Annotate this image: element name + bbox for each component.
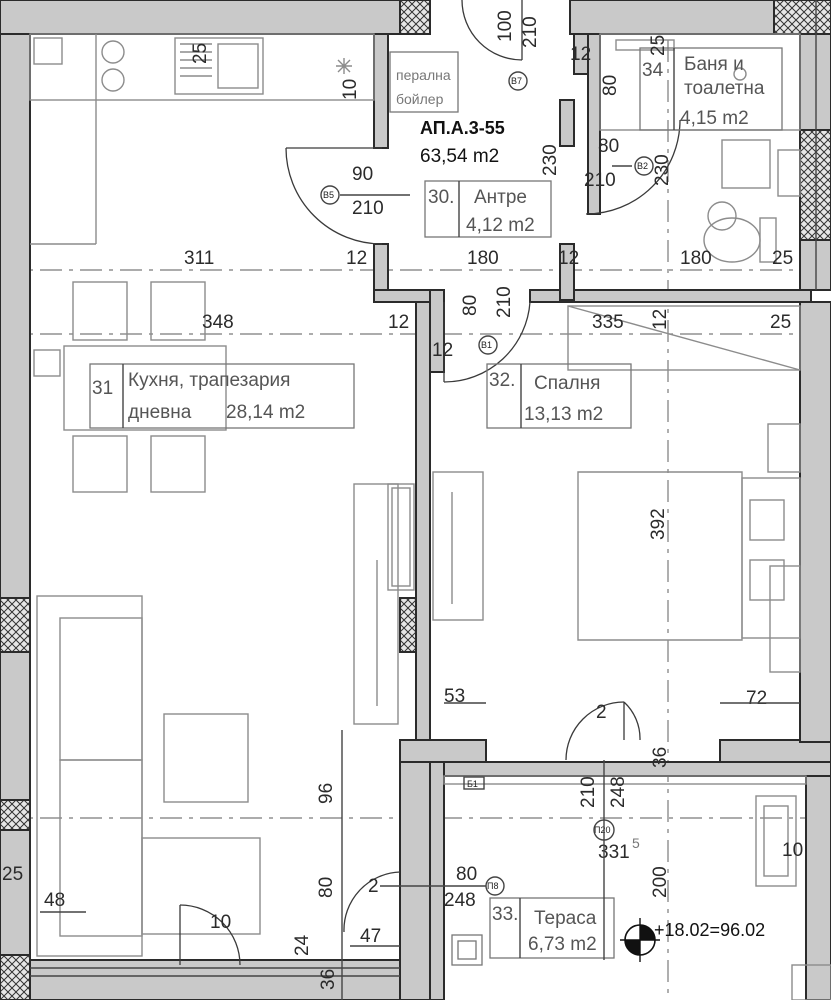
room-34-name-line2: тоалетна (684, 78, 765, 99)
bedroom-furniture (567, 305, 801, 673)
dim-12-bed: 12 (650, 309, 671, 330)
dim-348: 348 (202, 312, 234, 333)
dim-210-p20: 210 (578, 776, 599, 808)
dim-80-top: 80 (600, 75, 621, 96)
dim-200: 200 (650, 866, 671, 898)
dining-table (33, 281, 227, 493)
dim-210-b1: 210 (494, 286, 515, 318)
dim-12-top: 12 (570, 44, 591, 65)
door-tag-v1: В1 (481, 340, 492, 350)
dim-230-right: 230 (652, 154, 673, 186)
dim-311: 311 (184, 248, 214, 269)
dim-12-living: 12 (388, 312, 409, 333)
apartment-code: АП.А.3-55 (420, 118, 505, 138)
dim-180-bath: 180 (680, 248, 712, 269)
door-tag-b1: Б1 (467, 779, 478, 789)
room-33-number: 33. (492, 904, 518, 925)
dim-392: 392 (648, 508, 669, 540)
dim-10-kitchen: 10 (340, 79, 361, 100)
dim-2-p8: 2 (368, 876, 379, 897)
room-34-area: 4,15 m2 (680, 108, 749, 129)
dim-10-terrace: 10 (782, 840, 803, 861)
door-tag-v5: В5 (323, 190, 334, 200)
dimension-lines (40, 165, 800, 1000)
door-tag-v2: В2 (637, 161, 648, 171)
dim-248-p8: 248 (444, 890, 476, 911)
tv-units (353, 471, 484, 725)
dim-2-bed: 2 (596, 702, 607, 723)
room-31-area: 28,14 m2 (226, 402, 305, 423)
dim-331: 331 (598, 842, 630, 863)
door-tag-p20: П20 (594, 825, 610, 835)
dim-72: 72 (746, 688, 767, 709)
dim-25-living: 25 (2, 864, 23, 885)
dim-25-kitchen: 25 (190, 43, 211, 64)
level-mark: +18.02=96.02 (620, 918, 765, 962)
dim-12-corridor: 12 (432, 340, 453, 361)
dim-210-b5: 210 (352, 198, 384, 219)
sofa (36, 595, 261, 957)
dim-96: 96 (316, 783, 337, 804)
dim-331-sup: 5 (632, 835, 640, 851)
dim-12-hall-a: 12 (346, 248, 367, 269)
dim-36-living: 36 (318, 969, 339, 990)
room-34-number: 34 (642, 60, 664, 81)
dim-53: 53 (444, 686, 465, 707)
room-30-area: 4,12 m2 (466, 215, 535, 236)
kitchen-furniture (29, 33, 459, 245)
windows (30, 0, 831, 1000)
dim-90: 90 (352, 164, 373, 185)
apartment-area: 63,54 m2 (420, 146, 499, 167)
door-swings (179, 0, 681, 966)
dim-47: 47 (360, 926, 381, 947)
dim-210-top: 210 (520, 16, 541, 48)
room-33-name: Тераса (534, 908, 597, 929)
dim-80-b2: 80 (598, 136, 619, 157)
dim-36-bed: 36 (650, 747, 671, 768)
dim-24: 24 (292, 934, 313, 956)
dim-12-hall-b: 12 (558, 248, 579, 269)
dim-10-window: 10 (210, 912, 231, 933)
dim-80-living: 80 (316, 877, 337, 898)
dim-25-bed: 25 (770, 312, 791, 333)
dim-100: 100 (495, 10, 516, 42)
door-tag-v7: В7 (511, 76, 522, 86)
room-34-name-line1: Баня и (684, 54, 744, 75)
room-30-name: Антре (474, 187, 527, 208)
dim-80-p8: 80 (456, 864, 477, 885)
interior-walls (373, 33, 831, 1000)
dim-335: 335 (592, 312, 624, 333)
dim-230-left: 230 (540, 144, 561, 176)
door-tag-p8: П8 (487, 881, 498, 891)
dim-48: 48 (44, 890, 65, 911)
level-mark-text: +18.02=96.02 (654, 920, 765, 940)
room-33-area: 6,73 m2 (528, 934, 597, 955)
room-31-number: 31 (92, 378, 113, 399)
dim-248-p20: 248 (608, 776, 629, 808)
room-labels: АП.А.3-55 63,54 m2 30. Антре 4,12 m2 31 … (89, 47, 783, 959)
room-30-number: 30. (428, 187, 454, 208)
room-32-number: 32. (489, 370, 515, 391)
dim-80-b1: 80 (460, 295, 481, 316)
room-32-area: 13,13 m2 (524, 404, 603, 425)
room-31-name-line1: Кухня, трапезария (128, 370, 290, 391)
laundry-label-line1: перална (396, 67, 451, 83)
dim-180-hall: 180 (467, 248, 499, 269)
dim-25-bath-bottom: 25 (772, 248, 793, 269)
laundry-label-line2: бойлер (396, 91, 444, 107)
dimension-labels: 100 210 12 80 25 25 10 90 210 230 80 210… (2, 10, 803, 990)
room-32-name: Спалня (534, 373, 600, 394)
dim-210-b2: 210 (584, 170, 616, 191)
dim-25-bath: 25 (648, 35, 669, 56)
room-31-name-line2: дневна (128, 402, 192, 423)
terrace-fixtures (443, 775, 807, 966)
